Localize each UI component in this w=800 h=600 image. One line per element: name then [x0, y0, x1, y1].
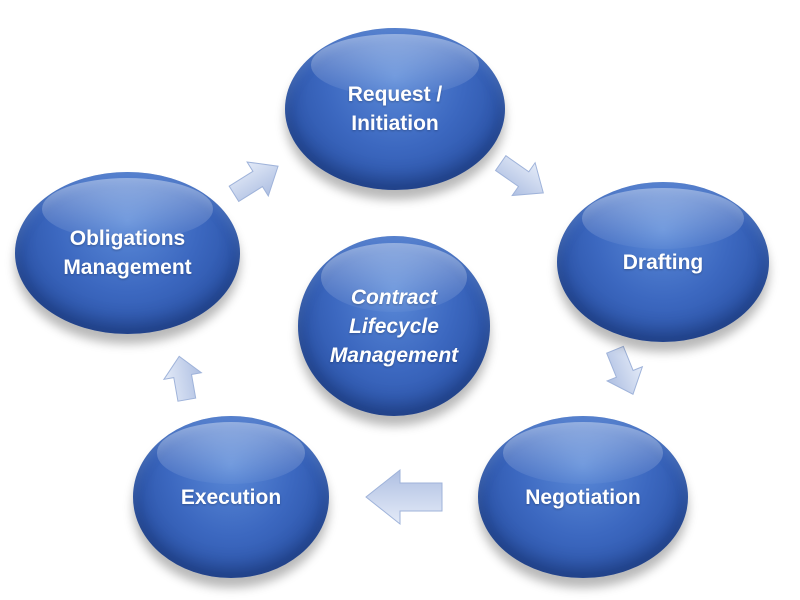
arrow-drafting-to-negotiation [605, 345, 644, 395]
arrow-execution-to-obligations [162, 355, 203, 402]
arrow-obligations-to-request [228, 161, 279, 203]
arrow-negotiation-to-execution [365, 468, 443, 526]
stage-label: Request / Initiation [347, 83, 443, 135]
stage-obligations-management: Obligations Management [15, 172, 240, 334]
stage-label: Execution [180, 485, 282, 509]
stage-label: Obligations Management [63, 227, 192, 279]
stage-drafting: Drafting [557, 182, 769, 342]
stage-request-initiation: Request / Initiation [285, 28, 505, 190]
arrow-request-to-drafting [494, 155, 544, 197]
stage-label: Negotiation [525, 485, 641, 509]
stage-label: Drafting [622, 250, 704, 274]
stage-execution: Execution [133, 416, 329, 578]
center-label: Contract Lifecycle Management [329, 285, 459, 367]
center-node-contract-lifecycle-management: Contract Lifecycle Management [298, 236, 490, 416]
stage-negotiation: Negotiation [478, 416, 688, 578]
